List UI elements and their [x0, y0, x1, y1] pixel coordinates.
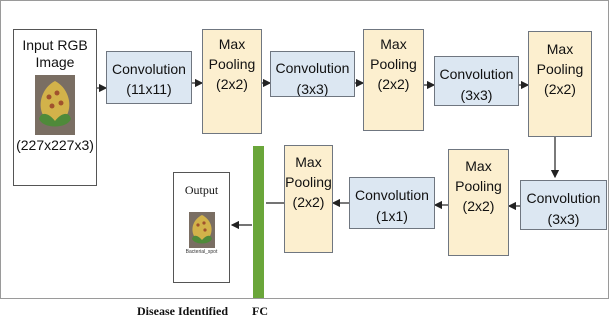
conv-label: Convolution [112, 61, 186, 77]
pool-label-pooling: Pooling [208, 56, 256, 72]
leaf-image [35, 75, 75, 135]
pool-label-max: Max [295, 154, 322, 170]
fc-layer-bar [253, 146, 264, 298]
conv-block-4: Convolution (3x3) [520, 180, 607, 230]
pool-label-max: Max [218, 36, 246, 52]
disease-identified-caption: Disease Identified [137, 304, 228, 318]
maxpool-block-3: Max Pooling (2x2) [528, 31, 592, 137]
conv-label: Convolution [526, 190, 601, 206]
conv-kernel: (3x3) [296, 81, 329, 97]
pool-label-pooling: Pooling [370, 56, 417, 72]
input-title-line2: Image [35, 54, 75, 70]
pool-label-pooling: Pooling [536, 61, 584, 77]
maxpool-block-4: Max Pooling (2x2) [448, 149, 509, 256]
conv-kernel: (3x3) [547, 211, 580, 227]
conv-label: Convolution [439, 66, 514, 82]
conv-label: Convolution [355, 187, 429, 203]
conv-block-1: Convolution (11x11) [106, 51, 192, 104]
pool-label-max: Max [465, 158, 492, 174]
conv-kernel: (1x1) [376, 208, 408, 224]
output-image-caption: Bacterial_spot [185, 249, 218, 255]
pool-size: (2x2) [216, 76, 248, 92]
pool-label-pooling: Pooling [285, 174, 332, 190]
pool-label-pooling: Pooling [455, 178, 502, 194]
input-rgb-image-box: Input RGB Image (227x227x3) [13, 29, 97, 186]
pool-size: (2x2) [292, 194, 325, 210]
conv-label: Convolution [275, 60, 350, 76]
conv-block-5: Convolution (1x1) [349, 177, 435, 229]
output-title: Output [184, 183, 219, 197]
fc-caption: FC [252, 304, 268, 318]
conv-block-3: Convolution (3x3) [434, 56, 519, 106]
output-leaf-image [188, 212, 215, 248]
input-title-line1: Input RGB [22, 37, 88, 53]
diagram-frame [0, 0, 609, 299]
maxpool-block-2: Max Pooling (2x2) [363, 29, 424, 131]
pool-label-max: Max [546, 41, 574, 57]
conv-kernel: (3x3) [460, 87, 493, 103]
conv-kernel: (11x11) [126, 81, 172, 97]
maxpool-block-5: Max Pooling (2x2) [284, 145, 333, 253]
input-size-label: (227x227x3) [16, 137, 94, 153]
pool-size: (2x2) [377, 76, 410, 92]
pool-size: (2x2) [462, 198, 495, 214]
pool-label-max: Max [380, 36, 407, 52]
maxpool-block-1: Max Pooling (2x2) [202, 29, 262, 134]
output-box: Output Bacterial_spot [173, 172, 230, 283]
conv-block-2: Convolution (3x3) [270, 51, 355, 97]
pool-size: (2x2) [544, 81, 576, 97]
